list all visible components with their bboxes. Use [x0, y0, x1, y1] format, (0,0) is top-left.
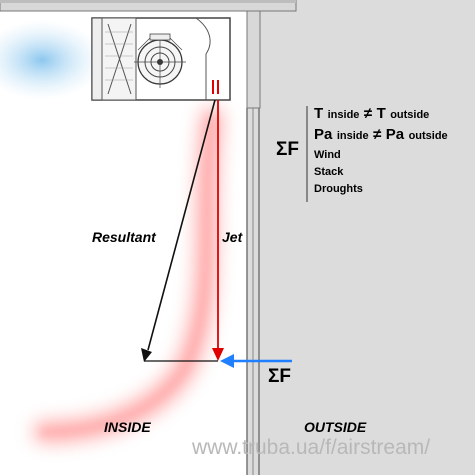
resultant-vector [141, 99, 216, 362]
temp-inside-symbol: T [314, 105, 324, 122]
fan-icon [134, 33, 186, 88]
temperature-condition: T inside ≠ T outside [314, 106, 448, 122]
not-equal-sign: ≠ [373, 126, 382, 143]
conditions-list: T inside ≠ T outside Pa inside ≠ Pa outs… [314, 106, 448, 198]
jet-vector [212, 100, 224, 361]
extra-forces-list: Wind Stack Droughts [314, 147, 448, 198]
press-inside-sub: inside [336, 130, 369, 142]
temp-inside-sub: inside [327, 109, 360, 121]
sum-forces-label: ΣF [276, 139, 300, 160]
inside-zone-label: INSIDE [104, 419, 151, 435]
airflow-core [40, 114, 216, 436]
external-force-arrow [220, 354, 292, 368]
stack-label: Stack [314, 166, 344, 178]
droughts-label: Droughts [314, 183, 363, 195]
external-force-label: ΣF [268, 366, 292, 387]
outlet-vane-2 [217, 80, 219, 94]
temp-outside-symbol: T [376, 105, 386, 122]
press-outside-sub: outside [408, 130, 448, 142]
press-inside-symbol: Pa [314, 126, 333, 143]
resultant-label: Resultant [92, 229, 156, 245]
outside-zone-label: OUTSIDE [304, 419, 367, 435]
source-url-footer: www.truba.ua/f/airstream/ [192, 436, 431, 459]
hvac-unit [91, 17, 231, 101]
wind-label: Wind [314, 149, 341, 161]
ceiling-edge [0, 0, 296, 3]
temp-outside-sub: outside [390, 109, 430, 121]
not-equal-sign: ≠ [363, 105, 373, 122]
jet-label: Jet [222, 229, 243, 245]
press-outside-symbol: Pa [385, 126, 405, 143]
cool-air-glow [0, 20, 104, 100]
pressure-condition: Pa inside ≠ Pa outside [314, 127, 448, 143]
wall-upper-block [246, 10, 261, 109]
ceiling-slab [0, 0, 297, 12]
outlet-vane-1 [212, 80, 214, 94]
